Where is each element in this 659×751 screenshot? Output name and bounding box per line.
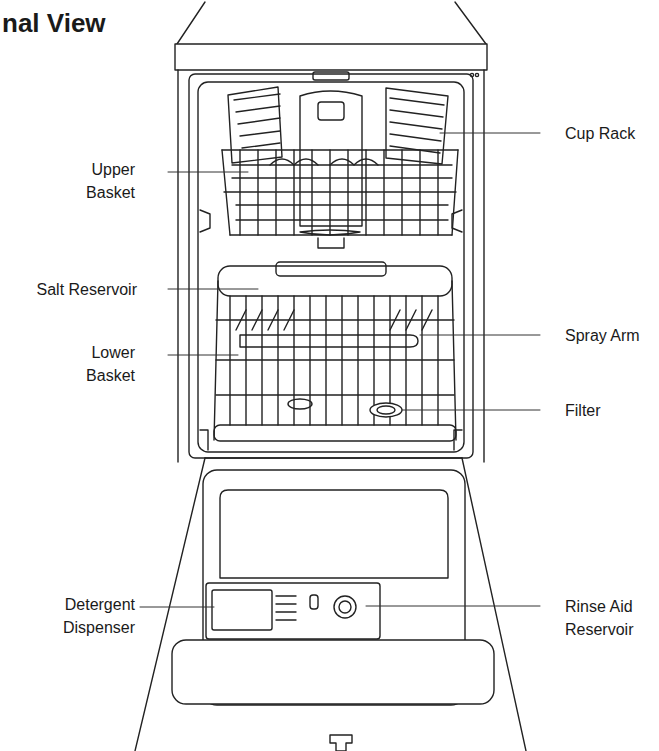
- illustration-part: [214, 281, 456, 440]
- part-label: Salt Reservoir: [2, 278, 138, 301]
- illustration-part: [216, 320, 454, 395]
- illustration-part: [270, 159, 378, 165]
- illustration-part: [330, 735, 352, 751]
- illustration-part: [198, 82, 464, 452]
- illustration-part: [228, 87, 282, 163]
- illustration-part: [205, 457, 462, 458]
- illustration-part: [214, 425, 456, 441]
- illustration-part: [232, 165, 452, 220]
- illustration-part: [222, 150, 458, 235]
- illustration-part: [212, 590, 272, 630]
- illustration-part: [300, 230, 360, 235]
- part-label: Upper Basket: [56, 158, 136, 204]
- illustration-part: [288, 399, 312, 409]
- illustration-part: [240, 150, 438, 235]
- illustration-part: [402, 410, 540, 411]
- part-label: Detergent Dispenser: [24, 593, 136, 639]
- illustration-part: [175, 44, 487, 70]
- illustration-part: [218, 266, 452, 296]
- illustration-part: [420, 335, 540, 336]
- illustration-part: [370, 403, 402, 417]
- illustration-part: [390, 98, 444, 153]
- illustration-part: [200, 430, 462, 450]
- open-door: [135, 458, 526, 751]
- illustration-part: [366, 606, 540, 607]
- illustration-part: [177, 2, 205, 44]
- illustration-part: [313, 72, 349, 80]
- illustration-part: [276, 262, 386, 276]
- illustration-part: [135, 458, 526, 751]
- leader-lines: [140, 133, 540, 607]
- part-label: Lower Basket: [56, 341, 136, 387]
- illustration-part: [377, 406, 395, 414]
- illustration-part: [310, 595, 318, 609]
- illustration-part: [236, 310, 432, 330]
- part-label: Rinse Aid Reservoir: [564, 595, 656, 641]
- illustration-part: [172, 640, 494, 704]
- illustration-part: [440, 133, 540, 134]
- part-label: Filter: [564, 399, 602, 422]
- part-label: Cup Rack: [564, 122, 636, 145]
- illustration-part: [168, 172, 248, 173]
- illustration-part: [470, 73, 473, 76]
- illustration-part: [220, 490, 448, 578]
- illustration-part: [475, 73, 478, 76]
- upper-basket: [222, 87, 458, 248]
- illustration-part: [455, 2, 486, 44]
- illustration-part: [240, 335, 418, 347]
- illustration-part: [234, 94, 280, 148]
- illustration-part: [140, 607, 214, 608]
- illustration-part: [168, 289, 258, 290]
- illustration-part: [189, 74, 473, 458]
- illustration-part: [318, 102, 344, 120]
- illustration-part: [177, 70, 178, 462]
- illustration-part: [206, 583, 380, 639]
- illustration-part: [318, 238, 344, 248]
- illustration-part: [276, 596, 296, 620]
- illustration-part: [386, 88, 448, 164]
- page-title: nal View: [2, 8, 106, 38]
- part-label: Spray Arm: [564, 324, 641, 347]
- cabinet: [175, 2, 487, 462]
- illustration-part: [300, 91, 362, 226]
- illustration-part: [483, 70, 484, 462]
- illustration-part: [334, 596, 356, 618]
- illustration-part: [222, 150, 458, 235]
- illustration-part: [339, 601, 351, 613]
- illustration-part: [168, 355, 238, 356]
